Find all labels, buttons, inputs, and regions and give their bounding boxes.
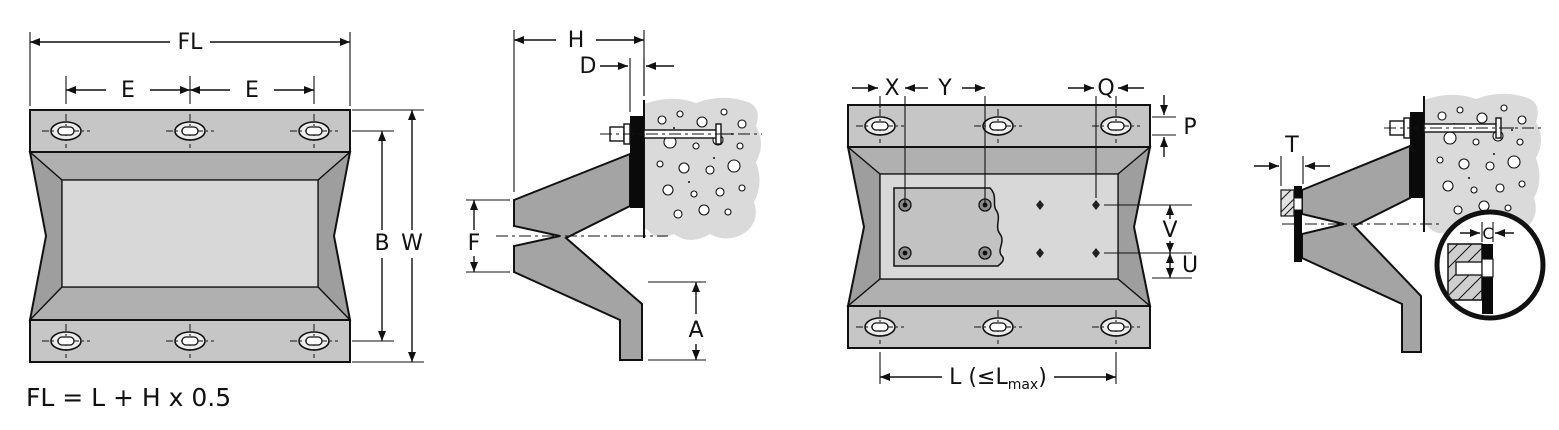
dim-a: A (648, 281, 706, 361)
dim-y: Y (905, 76, 986, 205)
dim-label-w: W (401, 231, 423, 256)
front-pad-hatch-block (1280, 189, 1295, 217)
dim-v: V (1104, 204, 1192, 254)
dim-u: U (1152, 253, 1198, 279)
dim-label-a: A (688, 318, 703, 343)
dim-label-d: D (580, 54, 597, 79)
dim-label-c: C (1482, 224, 1493, 243)
dim-label-h: H (568, 28, 585, 53)
dim-f: F (466, 199, 510, 273)
dim-q: Q (1068, 76, 1144, 198)
dim-c: C (1460, 222, 1514, 243)
dim-label-y: Y (937, 76, 952, 101)
dim-label-t: T (1284, 133, 1299, 158)
detail-circle-c: C (1434, 209, 1546, 321)
top-slope-face (28, 151, 352, 181)
concrete-wall (643, 97, 762, 241)
mounting-plate (630, 116, 644, 208)
bottom-slope-face (28, 286, 352, 321)
view-section-detail: T (1254, 93, 1546, 353)
dim-l: L (≤Lmax) (879, 352, 1117, 393)
dim-label-e1: E (121, 78, 135, 103)
body-outline (29, 109, 351, 363)
view-front-elevation: FL E E B W (28, 30, 424, 363)
dim-d: D (580, 54, 674, 112)
dim-label-f: F (468, 231, 481, 256)
front-pad-strip (1294, 186, 1302, 262)
dim-label-q: Q (1097, 76, 1114, 101)
pad-bolt-head (1481, 258, 1494, 278)
pad-bolt (1455, 261, 1483, 276)
fender-section-body (1301, 144, 1422, 353)
anchor-diamonds (1036, 200, 1100, 258)
dim-p: P (1152, 95, 1197, 157)
body-outline (847, 104, 1151, 349)
mounting-plate (1410, 112, 1424, 198)
dim-x: X (852, 76, 906, 205)
dim-label-l: L (≤Lmax) (949, 365, 1047, 393)
dim-t: T (1254, 133, 1330, 186)
view-cross-section: H D F A (466, 28, 762, 361)
bottom-slope-face (846, 278, 1152, 307)
pad-face-strip (1482, 244, 1493, 314)
embedded-steel-plate (893, 187, 1005, 267)
dim-h: H (513, 28, 645, 192)
dim-b: B (352, 130, 394, 342)
view-anchor-elevation: X Y Q P V (846, 76, 1198, 393)
dim-label-v: V (1162, 218, 1177, 243)
dim-label-x: X (884, 76, 899, 101)
fender-section-body (513, 152, 643, 361)
dim-e: E E (65, 76, 315, 104)
dim-label-u: U (1182, 253, 1198, 278)
dim-label-p: P (1183, 115, 1196, 140)
front-panel (61, 179, 319, 288)
dim-label-e2: E (245, 78, 259, 103)
top-slope-face (846, 146, 1152, 175)
dim-fl: FL (29, 30, 351, 106)
dim-label-b: B (374, 231, 389, 256)
formula-text: FL = L + H x 0.5 (26, 383, 231, 412)
pad-bolt-recess (1293, 197, 1303, 211)
dim-label-fl: FL (178, 30, 204, 55)
dim-w: W (352, 109, 424, 363)
